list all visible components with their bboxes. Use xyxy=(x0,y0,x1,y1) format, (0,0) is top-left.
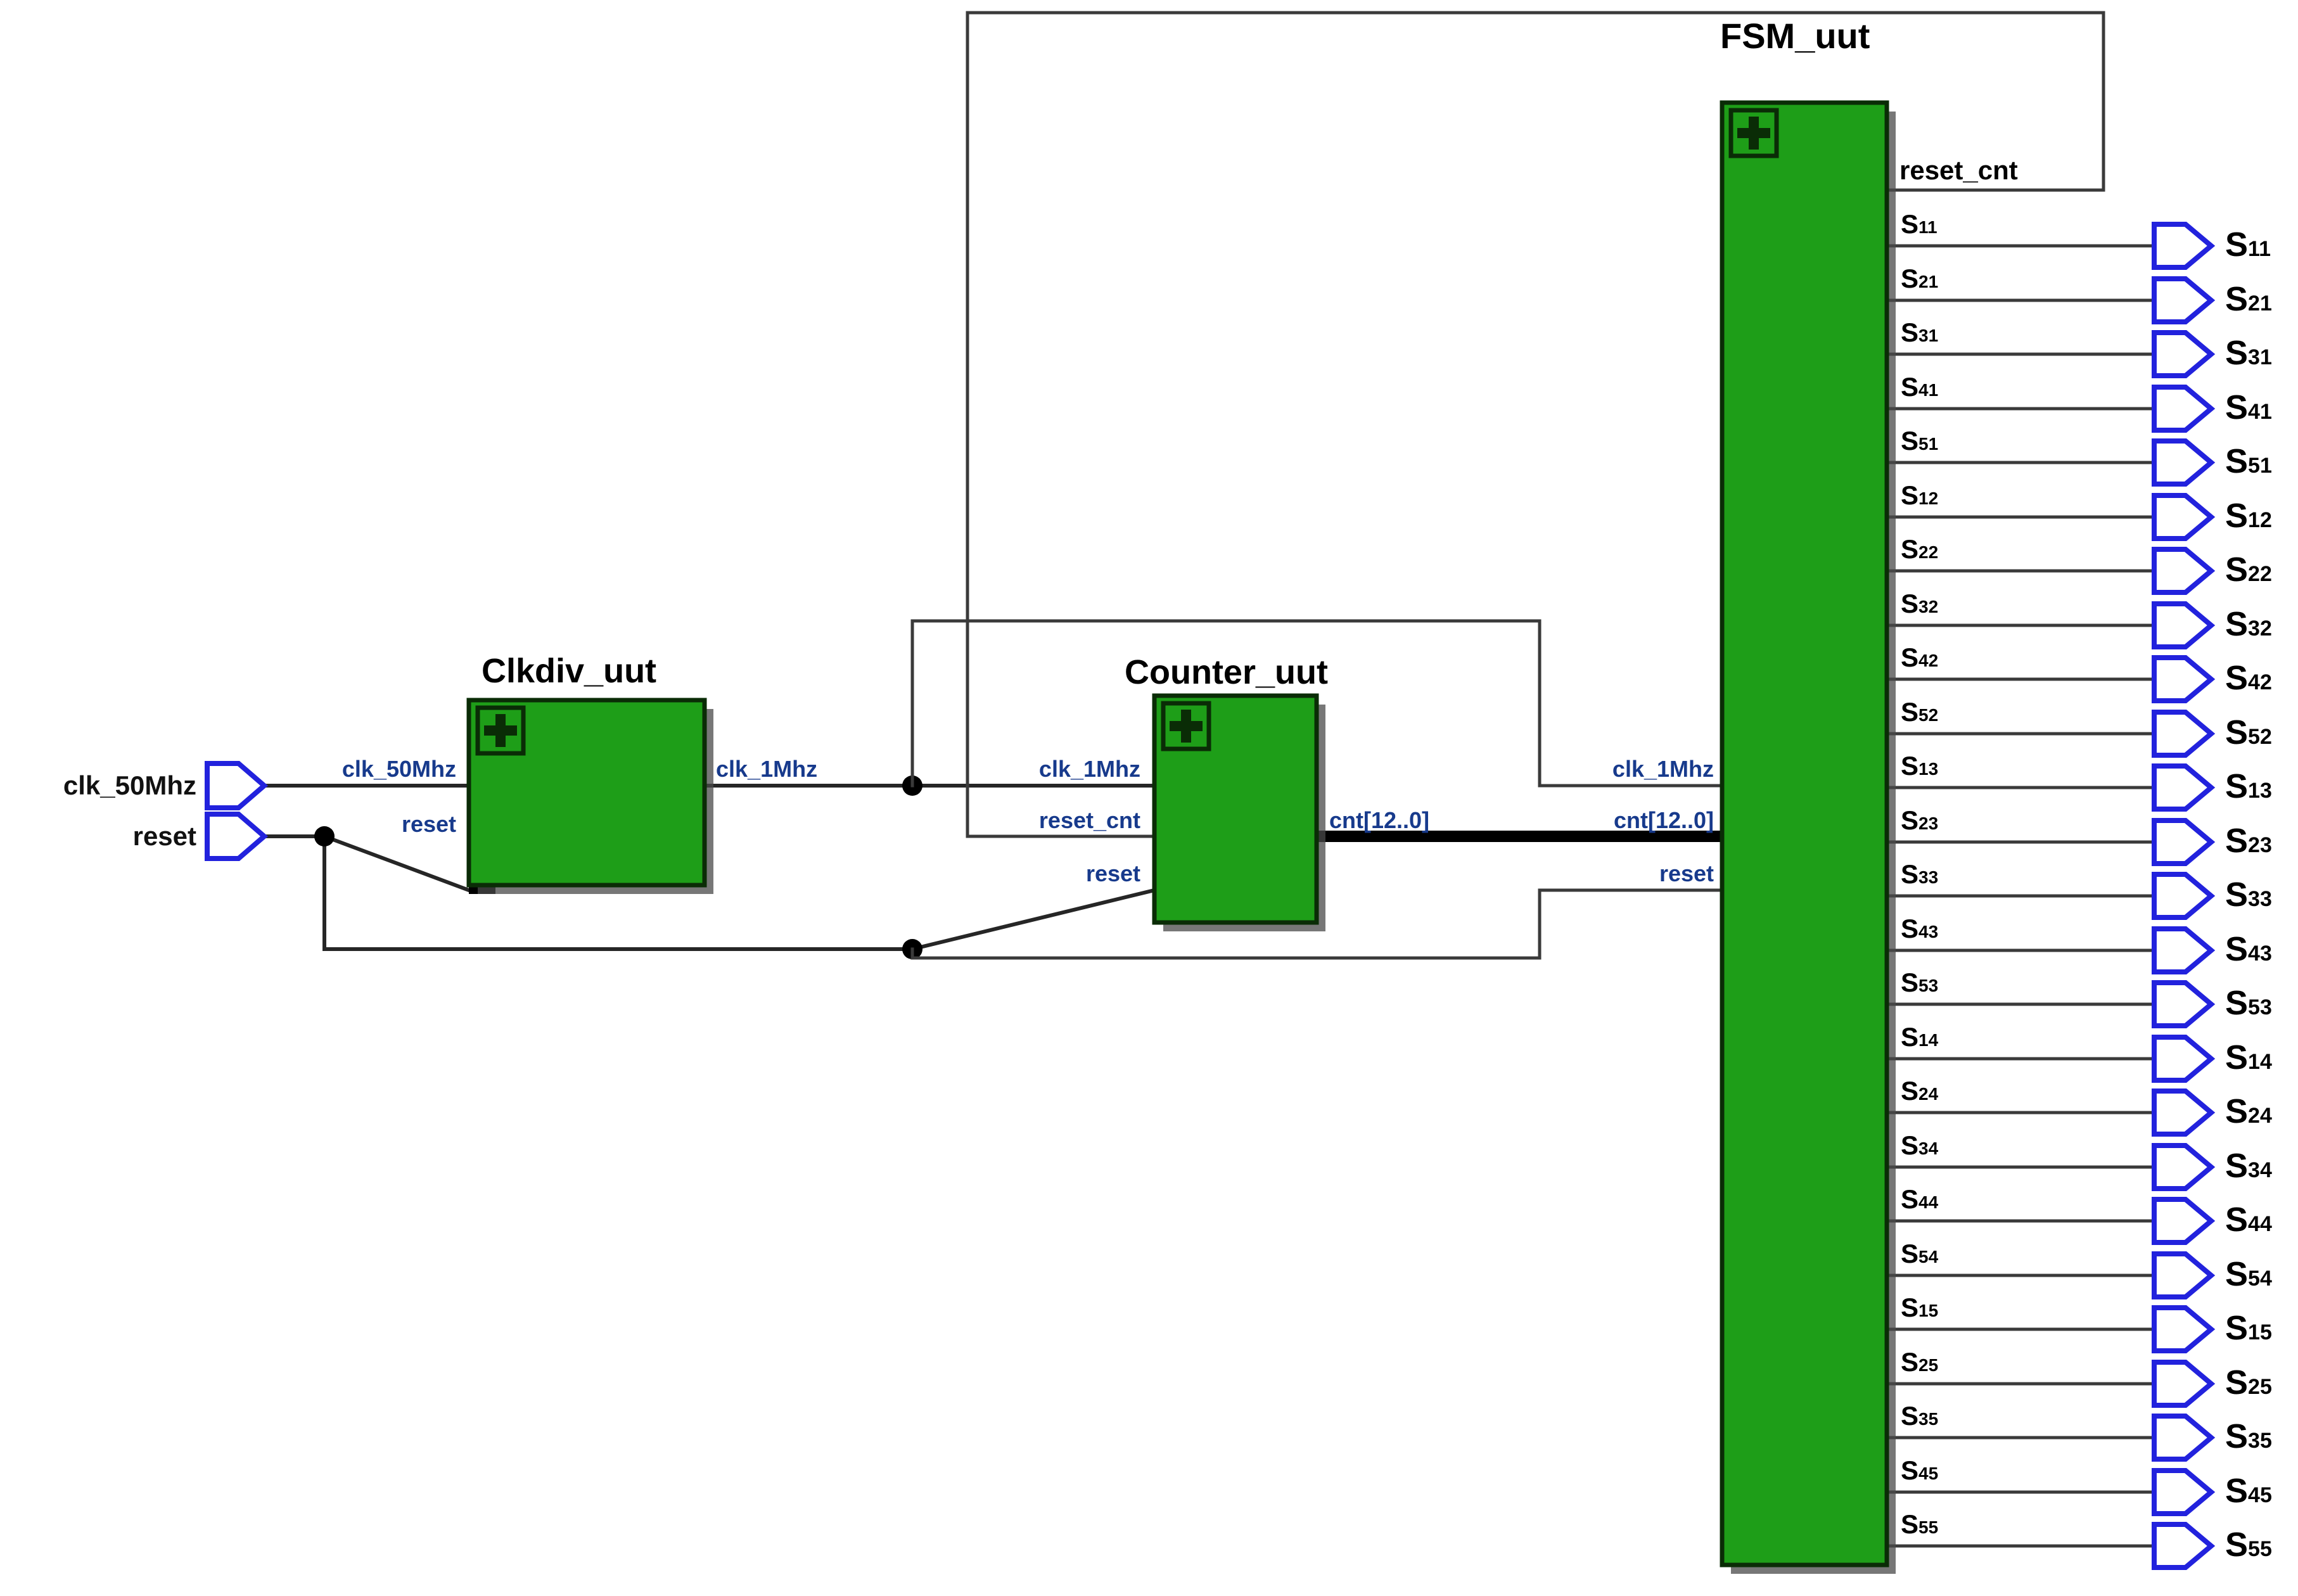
output-buffer-s23[interactable] xyxy=(2152,818,2216,866)
fsm-output-pin-label-s15: S15 xyxy=(1901,1293,1939,1322)
output-buffer-s41[interactable] xyxy=(2152,385,2216,433)
output-buffer-s15[interactable] xyxy=(2152,1305,2216,1353)
fsm-output-pin-label-s32: S32 xyxy=(1901,589,1939,618)
output-buffer-s21[interactable] xyxy=(2152,276,2216,324)
output-port-label-s14: S14 xyxy=(2225,1038,2272,1076)
output-buffer-s14[interactable] xyxy=(2152,1035,2216,1083)
output-buffer-s22[interactable] xyxy=(2152,547,2216,595)
fsm-output-pin-label-s43: S43 xyxy=(1901,914,1939,943)
input-port-reset-label: reset xyxy=(132,821,196,851)
output-buffer-s45[interactable] xyxy=(2152,1468,2216,1516)
output-port-label-s41: S41 xyxy=(2225,388,2272,426)
fsm-output-pin-label-s11: S11 xyxy=(1901,209,1937,239)
fsm-port-label-resetcnt: reset_cnt xyxy=(1899,155,2018,185)
output-port-label-s43: S43 xyxy=(2225,930,2272,968)
input-buffer-reset[interactable] xyxy=(205,812,269,861)
fsm-output-pin-label-s41: S41 xyxy=(1901,372,1939,402)
fsm-output-pin-label-s51: S51 xyxy=(1901,426,1939,456)
output-port-label-s11: S11 xyxy=(2225,226,2271,264)
block-title-fsm: FSM_uut xyxy=(1720,16,1870,56)
output-port-label-s35: S35 xyxy=(2225,1417,2272,1455)
fsm-output-pin-label-s13: S13 xyxy=(1901,751,1939,781)
fsm-port-label-cnt: cnt[12..0] xyxy=(1613,807,1714,833)
output-port-label-s55: S55 xyxy=(2225,1526,2272,1564)
fsm-output-pin-label-s53: S53 xyxy=(1901,967,1939,997)
counter-port-label-resetcnt: reset_cnt xyxy=(1038,807,1140,833)
output-buffer-s34[interactable] xyxy=(2152,1143,2216,1191)
fsm-output-pin-label-s45: S45 xyxy=(1901,1455,1939,1485)
output-port-label-s51: S51 xyxy=(2225,442,2272,480)
output-buffer-s25[interactable] xyxy=(2152,1360,2216,1408)
clkdiv-port-label-reset: reset xyxy=(401,811,456,837)
output-port-label-s42: S42 xyxy=(2225,659,2272,697)
output-port-label-s22: S22 xyxy=(2225,551,2272,589)
fsm-output-pin-label-s23: S23 xyxy=(1901,805,1939,835)
fsm-output-pin-label-s35: S35 xyxy=(1901,1401,1939,1431)
output-port-label-s13: S13 xyxy=(2225,767,2272,805)
output-port-label-s53: S53 xyxy=(2225,984,2272,1022)
output-port-label-s52: S52 xyxy=(2225,713,2272,751)
output-buffer-s11[interactable] xyxy=(2152,222,2216,270)
output-port-label-s23: S23 xyxy=(2225,822,2272,860)
output-port-label-s44: S44 xyxy=(2225,1201,2272,1239)
output-port-label-s21: S21 xyxy=(2225,280,2272,318)
output-port-label-s33: S33 xyxy=(2225,876,2272,914)
counter-port-label-cnt: cnt[12..0] xyxy=(1329,807,1430,833)
fsm-output-pin-label-s52: S52 xyxy=(1901,697,1939,727)
output-buffer-s33[interactable] xyxy=(2152,872,2216,920)
output-buffer-s24[interactable] xyxy=(2152,1088,2216,1137)
output-port-label-s54: S54 xyxy=(2225,1255,2272,1293)
output-buffer-s12[interactable] xyxy=(2152,493,2216,541)
input-port-clk-50mhz-label: clk_50Mhz xyxy=(63,770,196,800)
output-port-label-s31: S31 xyxy=(2225,334,2272,372)
output-port-label-s24: S24 xyxy=(2225,1092,2272,1130)
fsm-output-pin-label-s54: S54 xyxy=(1901,1239,1939,1268)
output-buffer-s13[interactable] xyxy=(2152,763,2216,812)
output-buffer-s51[interactable] xyxy=(2152,438,2216,487)
fsm-port-label-reset: reset xyxy=(1659,860,1714,886)
output-port-label-s34: S34 xyxy=(2225,1147,2272,1185)
block-layer xyxy=(205,100,2216,1574)
fsm-output-pin-label-s25: S25 xyxy=(1901,1347,1939,1377)
fsm-output-pin-label-s34: S34 xyxy=(1901,1130,1939,1160)
output-buffer-s43[interactable] xyxy=(2152,926,2216,974)
input-buffer-clk-50mhz[interactable] xyxy=(205,761,269,810)
fsm-output-pin-label-s22: S22 xyxy=(1901,534,1939,564)
block-fsm-uut[interactable] xyxy=(1720,100,1896,1574)
output-buffer-s44[interactable] xyxy=(2152,1197,2216,1245)
output-port-label-s12: S12 xyxy=(2225,497,2272,535)
output-port-label-s32: S32 xyxy=(2225,605,2272,643)
clkdiv-port-label-clk1: clk_1Mhz xyxy=(716,756,818,782)
block-title-counter: Counter_uut xyxy=(1125,653,1328,691)
fsm-output-pin-label-s33: S33 xyxy=(1901,859,1939,889)
output-buffer-s42[interactable] xyxy=(2152,655,2216,703)
output-buffer-s52[interactable] xyxy=(2152,710,2216,758)
fsm-output-pin-label-s14: S14 xyxy=(1901,1022,1939,1052)
output-buffer-s35[interactable] xyxy=(2152,1414,2216,1462)
output-port-label-s15: S15 xyxy=(2225,1309,2272,1347)
fsm-output-pin-label-s44: S44 xyxy=(1901,1184,1939,1214)
output-port-label-s45: S45 xyxy=(2225,1472,2272,1510)
output-buffer-s53[interactable] xyxy=(2152,980,2216,1028)
fsm-port-label-clk1: clk_1Mhz xyxy=(1612,756,1714,782)
fsm-output-pin-label-s12: S12 xyxy=(1901,480,1939,510)
output-buffer-s54[interactable] xyxy=(2152,1251,2216,1299)
fsm-output-pin-label-s31: S31 xyxy=(1901,317,1939,347)
clkdiv-port-label-clk50: clk_50Mhz xyxy=(342,756,456,782)
block-clkdiv-uut[interactable] xyxy=(466,698,713,894)
block-counter-uut[interactable] xyxy=(1152,693,1325,931)
output-buffer-s32[interactable] xyxy=(2152,601,2216,649)
fsm-output-pin-label-s21: S21 xyxy=(1901,264,1939,293)
fsm-output-pin-label-s55: S55 xyxy=(1901,1509,1939,1539)
fsm-output-pin-label-s42: S42 xyxy=(1901,642,1939,672)
counter-port-label-reset: reset xyxy=(1085,860,1140,886)
counter-port-label-clk1: clk_1Mhz xyxy=(1038,756,1140,782)
output-port-label-s25: S25 xyxy=(2225,1363,2272,1401)
block-title-clkdiv: Clkdiv_uut xyxy=(482,652,657,690)
fsm-output-pin-label-s24: S24 xyxy=(1901,1076,1939,1106)
output-buffer-s31[interactable] xyxy=(2152,330,2216,378)
output-buffer-s55[interactable] xyxy=(2152,1522,2216,1570)
